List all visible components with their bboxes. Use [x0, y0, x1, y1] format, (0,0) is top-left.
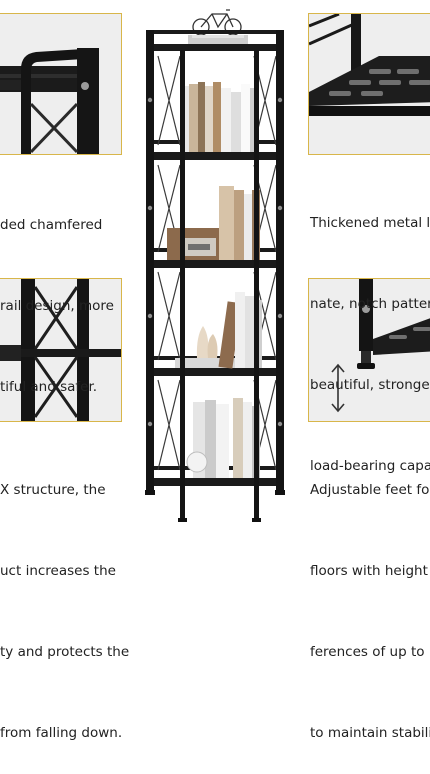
caption-line: to maintain stabili	[310, 725, 430, 741]
detail-panel-adjustable-feet	[308, 278, 430, 422]
detail-panel-x-structure	[0, 278, 122, 422]
bookshelf-product-image	[145, 9, 285, 522]
caption-guardrail: ded chamfered rail design, more tiful an…	[0, 158, 114, 428]
caption-laminate: Thickened metal la nate, notch patter be…	[310, 156, 430, 507]
guardrail-closeup-image	[0, 14, 121, 154]
caption-line: tiful and safer.	[0, 379, 98, 395]
detail-panel-laminate	[308, 13, 430, 155]
caption-line: nate, notch patter	[310, 296, 430, 312]
feet-closeup-image	[309, 279, 430, 421]
caption-line: X structure, the	[0, 482, 106, 498]
laminate-closeup-image	[309, 14, 430, 154]
up-down-arrow-icon	[331, 363, 345, 413]
caption-line: ty and protects the	[0, 644, 130, 660]
caption-line: from falling down.	[0, 725, 123, 741]
caption-line: beautiful, stronge	[310, 377, 430, 393]
caption-line: ded chamfered	[0, 217, 103, 233]
detail-panel-guardrail	[0, 13, 122, 155]
caption-line: ferences of up to	[310, 644, 425, 660]
caption-line: Adjustable feet for	[310, 482, 430, 498]
x-structure-closeup-image	[0, 279, 121, 421]
caption-line: rail design, more	[0, 298, 114, 314]
caption-line: uct increases the	[0, 563, 116, 579]
caption-line: Thickened metal la	[310, 215, 430, 231]
caption-line: floors with height	[310, 563, 428, 579]
caption-line: load-bearing capa	[310, 458, 430, 474]
